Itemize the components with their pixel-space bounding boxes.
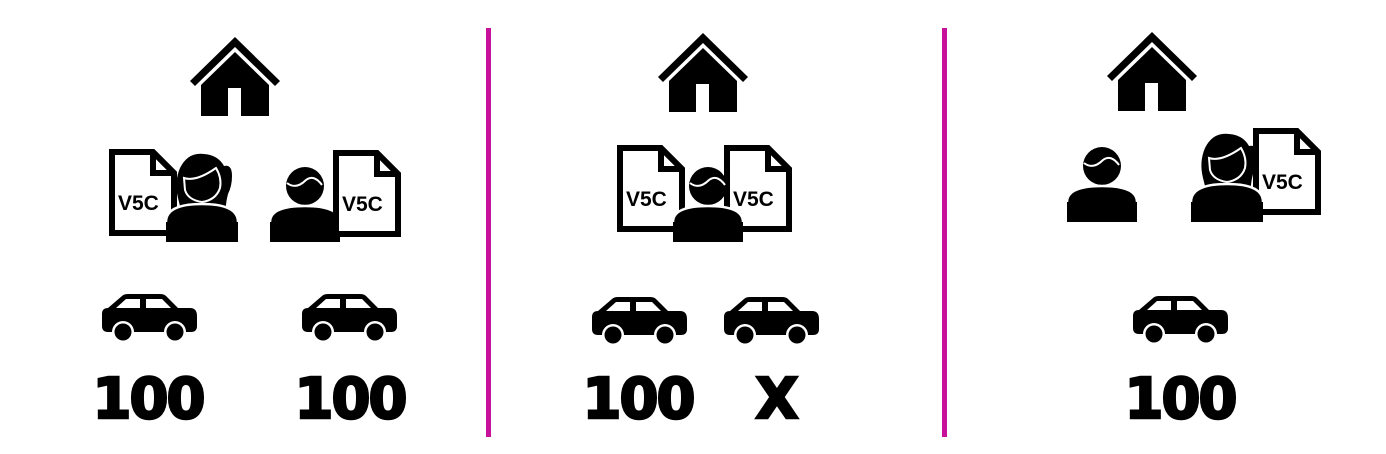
man-icon [270,166,340,242]
car-value: 100 [1123,367,1238,432]
panel-divider [486,28,491,437]
document-icon: V5C [333,150,401,237]
document-label: V5C [733,188,774,211]
car-icon [590,297,688,347]
car-value: 100 [91,367,206,432]
document-label: V5C [118,192,159,215]
car-value: X [754,367,800,432]
document-icon: V5C [724,145,792,232]
woman-icon [166,152,238,242]
man-icon [1067,146,1137,222]
car-icon [300,294,398,344]
woman-icon [1191,132,1263,222]
document-label: V5C [626,188,667,211]
document-label: V5C [1262,171,1303,194]
document-icon: V5C [617,145,685,232]
house-icon [658,33,748,113]
document-icon: V5C [109,149,177,236]
house-icon [190,37,280,117]
car-value: 100 [581,367,696,432]
document-icon: V5C [1253,128,1321,215]
document-label: V5C [342,193,383,216]
scenario-panel-3: V5C 100 [947,0,1386,454]
scenario-panel-2: V5C V5C 100 X [491,0,942,454]
man-icon [673,166,743,242]
house-icon [1107,32,1197,112]
car-icon [1131,296,1229,346]
panel-divider [942,28,947,437]
scenario-panel-1: V5C V5C 100 100 [0,0,486,454]
car-value: 100 [293,367,408,432]
car-icon [722,297,820,347]
car-icon [100,294,198,344]
